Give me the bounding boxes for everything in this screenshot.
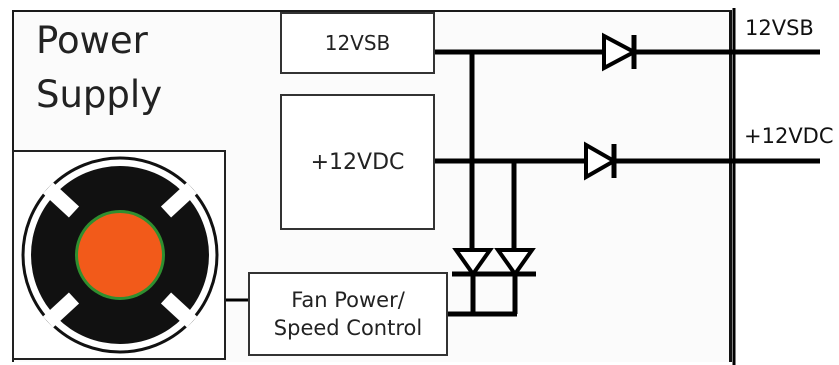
block-12vdc: +12VDC [280,94,435,230]
fan-diode-standby [452,248,494,278]
block-fan-control: Fan Power/ Speed Control [248,272,448,356]
fan-control-label-line-2: Speed Control [273,316,423,340]
fan-control-label-line-1: Fan Power/ [291,287,405,312]
fan-icon [21,156,219,354]
block-12vsb-label: 12VSB [324,31,391,55]
title-line-2: Supply [36,73,163,116]
block-12vsb: 12VSB [280,12,435,74]
title-line-1: Power [36,19,148,62]
output-label-12vdc: +12VDC [744,124,834,148]
standby-rail [435,32,820,72]
fan-diode-main [494,248,536,278]
main-rail [435,141,820,181]
block-12vdc-label: +12VDC [310,149,405,175]
output-label-12vsb: 12VSB [745,16,814,40]
